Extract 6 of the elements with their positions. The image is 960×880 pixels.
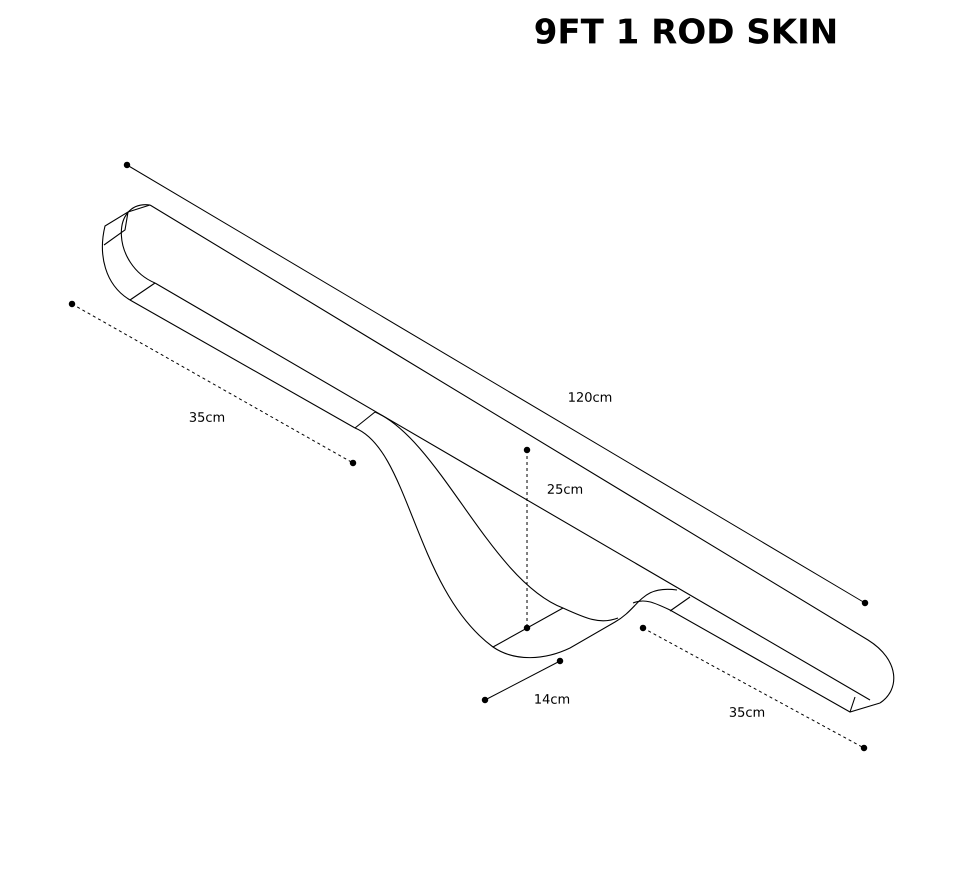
dimension-label: 35cm [190, 412, 224, 422]
dimension-label: 14cm [535, 694, 570, 704]
dimension-label: 25cm [548, 484, 582, 494]
title: 9FT 1 ROD SKIN [536, 18, 836, 44]
dimension-label: 35cm [730, 707, 764, 717]
dimension-label: 120cm [569, 392, 612, 402]
